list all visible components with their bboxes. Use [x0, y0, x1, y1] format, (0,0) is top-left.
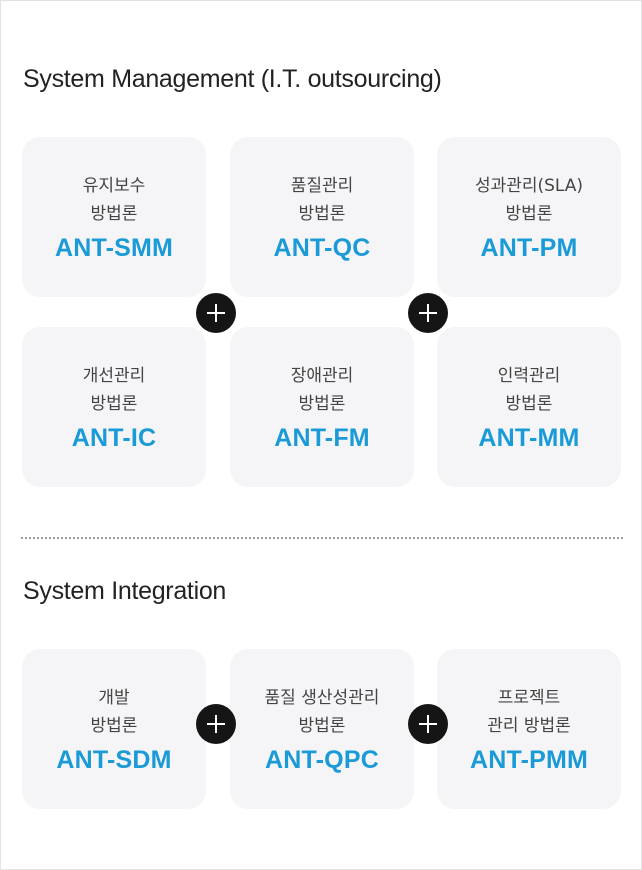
card-code: ANT-SMM	[54, 233, 174, 262]
card-ant-ic[interactable]: 개선관리 방법론 ANT-IC	[22, 327, 206, 487]
plus-icon	[196, 704, 236, 744]
card-code: ANT-PM	[480, 233, 578, 262]
card-label-line1: 품질 생산성관리	[264, 687, 380, 708]
card-label-line2: 방법론	[298, 203, 346, 224]
card-ant-mm[interactable]: 인력관리 방법론 ANT-MM	[437, 327, 621, 487]
card-label-line2: 방법론	[298, 393, 346, 414]
card-code: ANT-MM	[478, 423, 580, 452]
card-label-line1: 품질관리	[290, 175, 354, 196]
card-ant-sdm[interactable]: 개발 방법론 ANT-SDM	[22, 649, 206, 809]
card-ant-smm[interactable]: 유지보수 방법론 ANT-SMM	[22, 137, 206, 297]
plus-icon	[408, 704, 448, 744]
plus-icon	[196, 293, 236, 333]
card-label-line2: 방법론	[90, 715, 138, 736]
section-title-system-integration: System Integration	[23, 577, 227, 605]
card-code: ANT-SDM	[56, 745, 172, 774]
card-label-line1: 인력관리	[497, 365, 561, 386]
plus-icon	[408, 293, 448, 333]
card-label-line1: 개발	[98, 687, 130, 708]
card-code: ANT-FM	[274, 423, 370, 452]
card-label-line2: 방법론	[90, 393, 138, 414]
card-ant-pm[interactable]: 성과관리(SLA) 방법론 ANT-PM	[437, 137, 621, 297]
card-label-line1: 유지보수	[82, 175, 146, 196]
card-label-line1: 성과관리(SLA)	[474, 175, 584, 196]
card-ant-pmm[interactable]: 프로젝트 관리 방법론 ANT-PMM	[437, 649, 621, 809]
card-label-line1: 프로젝트	[497, 687, 561, 708]
card-label-line2: 방법론	[90, 203, 138, 224]
card-label-line2: 방법론	[505, 203, 553, 224]
section-title-system-management: System Management (I.T. outsourcing)	[23, 65, 442, 93]
card-label-line1: 장애관리	[290, 365, 354, 386]
card-code: ANT-QC	[273, 233, 371, 262]
card-label-line2: 방법론	[298, 715, 346, 736]
card-ant-qc[interactable]: 품질관리 방법론 ANT-QC	[230, 137, 414, 297]
card-ant-qpc[interactable]: 품질 생산성관리 방법론 ANT-QPC	[230, 649, 414, 809]
card-label-line1: 개선관리	[82, 365, 146, 386]
card-code: ANT-QPC	[265, 745, 379, 774]
card-label-line2: 방법론	[505, 393, 553, 414]
card-label-line2: 관리 방법론	[487, 715, 571, 736]
section-divider	[21, 537, 623, 539]
card-code: ANT-PMM	[469, 745, 589, 774]
card-ant-fm[interactable]: 장애관리 방법론 ANT-FM	[230, 327, 414, 487]
card-code: ANT-IC	[71, 423, 157, 452]
